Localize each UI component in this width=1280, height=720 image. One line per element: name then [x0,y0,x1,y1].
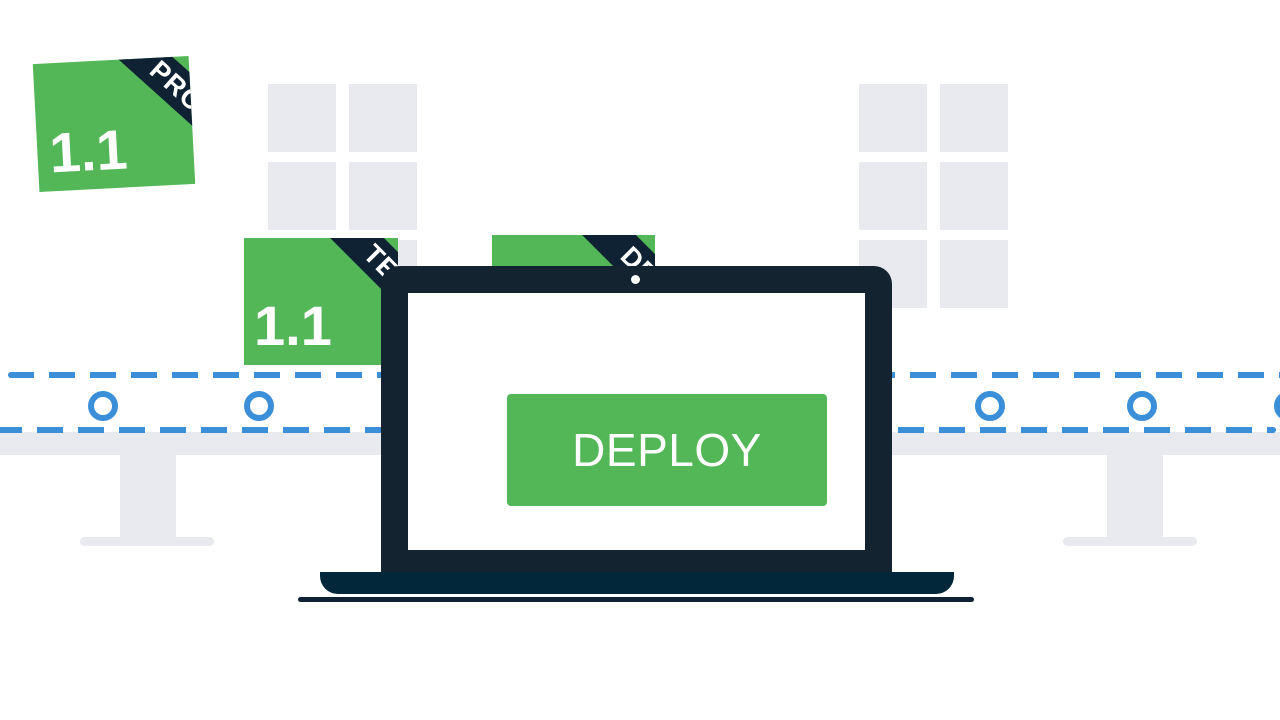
laptop-base [320,572,954,594]
roller-icon [1274,391,1280,421]
conveyor-leg-left [120,455,176,537]
version-number: 1.1 [254,294,332,357]
window-pane [859,84,927,152]
version-number: 1.1 [47,117,129,185]
version-card-test: TEST 1.1 [244,238,398,365]
webcam-icon [631,275,640,284]
laptop-screen: DEPLOY [408,293,865,550]
conveyor-leg-right [1107,455,1163,537]
conveyor-foot-left [80,537,214,546]
laptop-lid: DEPLOY [381,266,892,576]
conveyor-foot-right [1063,537,1197,546]
roller-icon [244,391,274,421]
window-pane [940,240,1008,308]
window-pane [268,162,336,230]
roller-icon [1127,391,1157,421]
roller-icon [975,391,1005,421]
window-pane [940,162,1008,230]
window-pane [349,162,417,230]
roller-icon [88,391,118,421]
window-pane [940,84,1008,152]
laptop-shadow [298,597,974,602]
deploy-button[interactable]: DEPLOY [507,394,827,506]
version-card-prod: PROD 1.1 [32,56,196,192]
window-pane [859,162,927,230]
window-pane [349,84,417,152]
window-pane [268,84,336,152]
